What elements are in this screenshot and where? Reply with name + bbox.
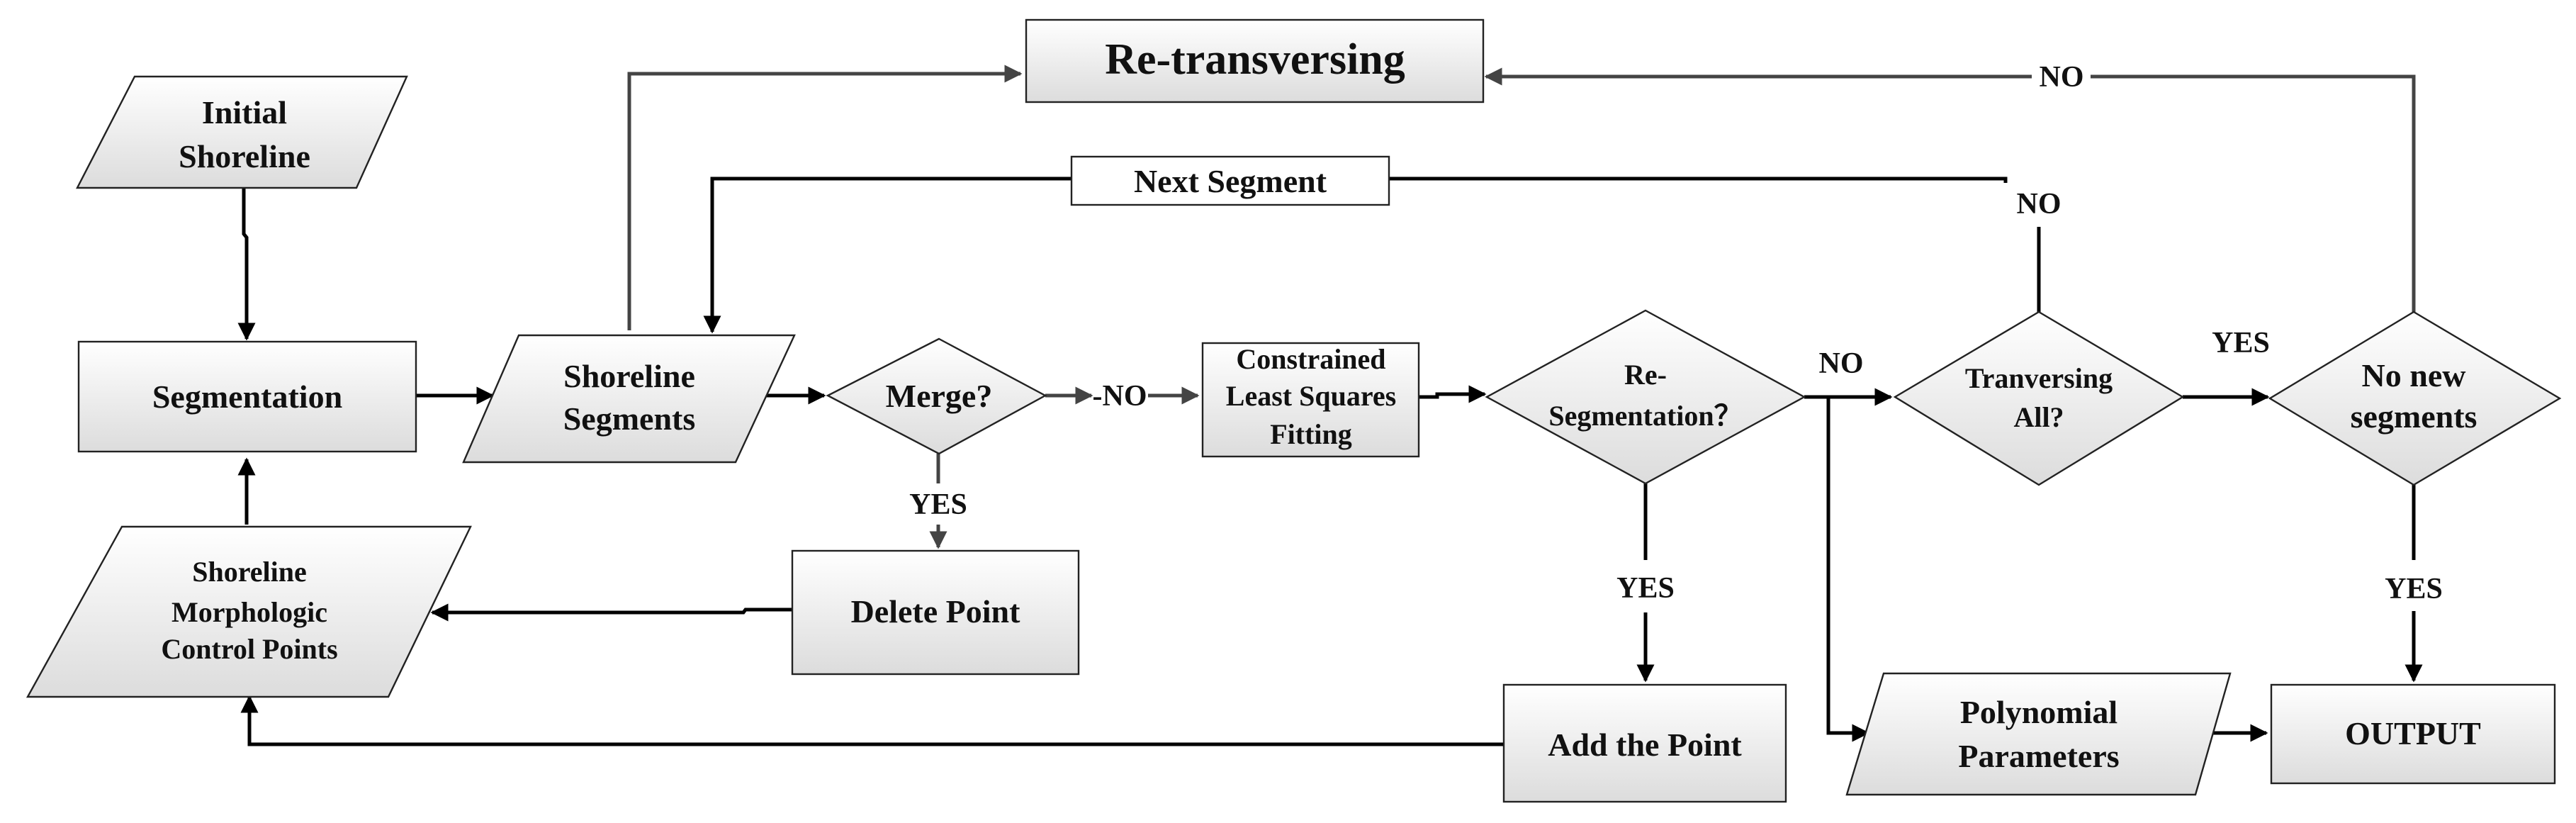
node-initial-shoreline: Initial Shoreline	[76, 75, 408, 189]
control-points-line1: Shoreline	[192, 556, 307, 588]
node-shoreline-segments: Shoreline Segments	[462, 334, 796, 464]
tranversing-line2: All?	[2013, 401, 2064, 433]
label-merge-no: -NO	[1093, 380, 1147, 413]
edge-reseg-no-to-poly	[1826, 397, 1870, 742]
label-reseg-yes: YES	[1616, 572, 1675, 605]
edge-labels: -NO YES NO YES NO YES NO YES	[909, 61, 2443, 605]
node-tranversing-all-decision: Tranversing All?	[1893, 310, 2185, 486]
node-polynomial-parameters: Polynomial Parameters	[1845, 672, 2232, 796]
connectors	[237, 65, 2423, 746]
fitting-line2: Least Squares	[1226, 380, 1396, 412]
delete-point-label: Delete Point	[851, 593, 1021, 629]
tranversing-line1: Tranversing	[1965, 362, 2113, 394]
node-re-segmentation-decision: Re- Segmentation？	[1485, 309, 1806, 485]
shoreline-segments-line1: Shoreline	[563, 358, 695, 394]
no-new-segments-line1: No new	[2362, 357, 2466, 393]
edge-tranversing-no-2	[1389, 177, 2008, 183]
output-label: OUTPUT	[2345, 715, 2481, 751]
node-output: OUTPUT	[2270, 683, 2556, 785]
label-tranversing-no: NO	[2017, 188, 2062, 220]
edge-addpoint-to-control	[240, 695, 1504, 746]
node-constrained-fitting: Constrained Least Squares Fitting	[1201, 342, 1420, 458]
label-merge-yes: YES	[909, 488, 967, 521]
node-control-points: Shoreline Morphologic Control Points	[26, 525, 472, 698]
edge-delete-to-control	[430, 603, 792, 622]
edge-initial-to-segmentation	[237, 188, 256, 341]
add-point-label: Add the Point	[1548, 727, 1742, 763]
next-segment-label: Next Segment	[1134, 163, 1327, 199]
re-segmentation-line1: Re-	[1624, 359, 1667, 391]
node-next-segment: Next Segment	[1070, 155, 1390, 206]
node-no-new-segments-decision: No new segments	[2268, 310, 2562, 486]
merge-label: Merge?	[886, 378, 993, 414]
no-new-segments-line2: segments	[2351, 398, 2477, 435]
re-segmentation-line2: Segmentation？	[1548, 400, 1742, 432]
node-delete-point: Delete Point	[791, 549, 1080, 676]
edge-segments-to-retransversing	[627, 65, 1023, 330]
label-tranversing-yes: YES	[2212, 327, 2270, 359]
re-transversing-label: Re-transversing	[1105, 35, 1405, 84]
initial-shoreline-line2: Shoreline	[179, 138, 310, 174]
fitting-line3: Fitting	[1270, 418, 1352, 450]
fitting-line1: Constrained	[1236, 343, 1385, 375]
label-nonew-yes: YES	[2385, 573, 2443, 605]
label-nonew-no: NO	[2040, 61, 2084, 94]
shoreline-segments-line2: Segments	[563, 401, 696, 437]
edge-nonew-no	[2091, 74, 2416, 312]
node-merge-decision: Merge?	[826, 337, 1047, 455]
segmentation-label: Segmentation	[152, 379, 342, 415]
node-re-transversing: Re-transversing	[1025, 18, 1485, 103]
node-add-the-point: Add the Point	[1502, 683, 1787, 803]
edge-fitting-to-reseg	[1419, 385, 1487, 403]
node-segmentation: Segmentation	[77, 340, 417, 453]
edge-nextsegment-to-segments	[703, 177, 1072, 334]
initial-shoreline-line1: Initial	[202, 94, 287, 130]
label-reseg-no: NO	[1819, 347, 1864, 380]
control-points-line3: Control Points	[161, 633, 337, 665]
polynomial-line2: Parameters	[1958, 738, 2119, 774]
control-points-line2: Morphologic	[171, 596, 327, 628]
polynomial-line1: Polynomial	[1960, 694, 2117, 730]
